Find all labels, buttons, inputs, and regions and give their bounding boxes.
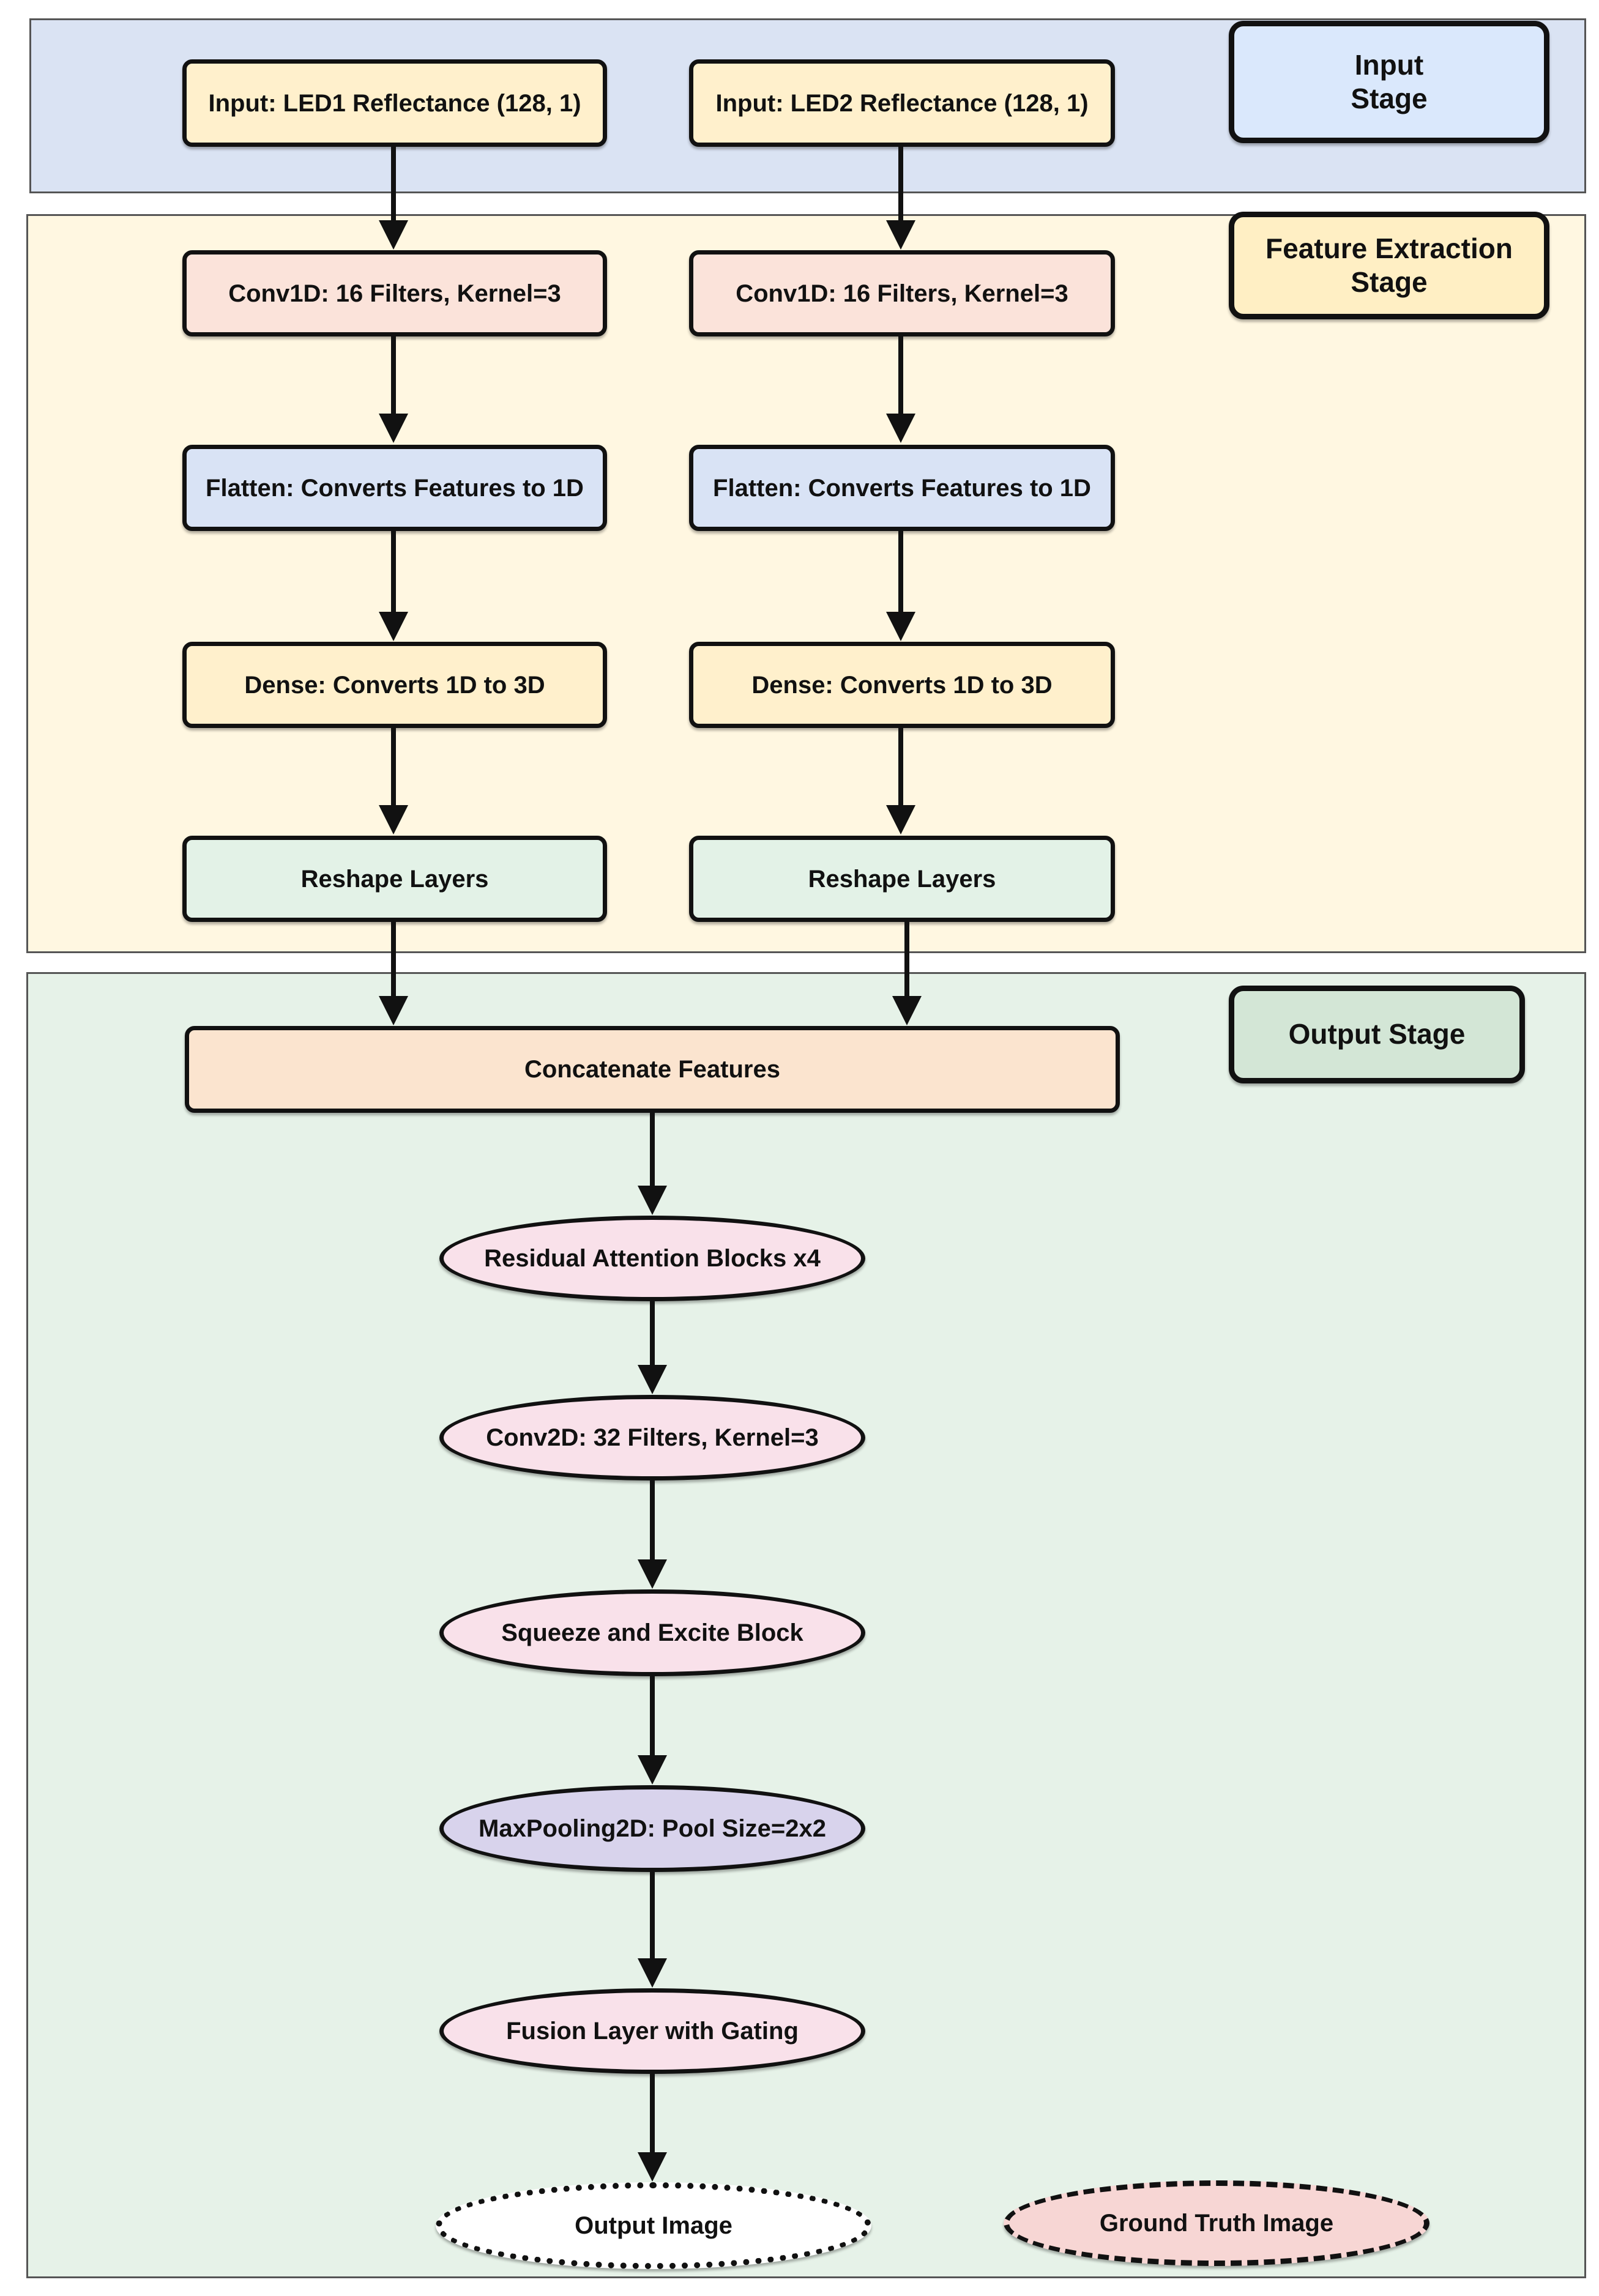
feature-extraction-stage-region — [26, 214, 1586, 953]
reshape-node-right: Reshape Layers — [689, 836, 1115, 922]
output-image-node: Output Image — [436, 2182, 871, 2269]
dense-node-left: Dense: Converts 1D to 3D — [182, 642, 607, 728]
input-led1-node: Input: LED1 Reflectance (128, 1) — [182, 59, 607, 147]
squeeze-excite-node: Squeeze and Excite Block — [439, 1589, 865, 1676]
fusion-layer-node: Fusion Layer with Gating — [439, 1988, 865, 2074]
maxpooling-node: MaxPooling2D: Pool Size=2x2 — [439, 1785, 865, 1872]
reshape-node-left: Reshape Layers — [182, 836, 607, 922]
conv1d-node-left: Conv1D: 16 Filters, Kernel=3 — [182, 250, 607, 336]
conv2d-node: Conv2D: 32 Filters, Kernel=3 — [439, 1395, 865, 1481]
flatten-node-right: Flatten: Converts Features to 1D — [689, 445, 1115, 531]
concatenate-features-node: Concatenate Features — [185, 1026, 1120, 1113]
input-stage-label: Input Stage — [1229, 21, 1549, 143]
input-led2-node: Input: LED2 Reflectance (128, 1) — [689, 59, 1115, 147]
output-stage-label: Output Stage — [1229, 986, 1525, 1083]
conv1d-node-right: Conv1D: 16 Filters, Kernel=3 — [689, 250, 1115, 336]
residual-attention-node: Residual Attention Blocks x4 — [439, 1216, 865, 1301]
dense-node-right: Dense: Converts 1D to 3D — [689, 642, 1115, 728]
feature-extraction-stage-label: Feature Extraction Stage — [1229, 212, 1549, 319]
flatten-node-left: Flatten: Converts Features to 1D — [182, 445, 607, 531]
ground-truth-image-node: Ground Truth Image — [1004, 2180, 1429, 2266]
